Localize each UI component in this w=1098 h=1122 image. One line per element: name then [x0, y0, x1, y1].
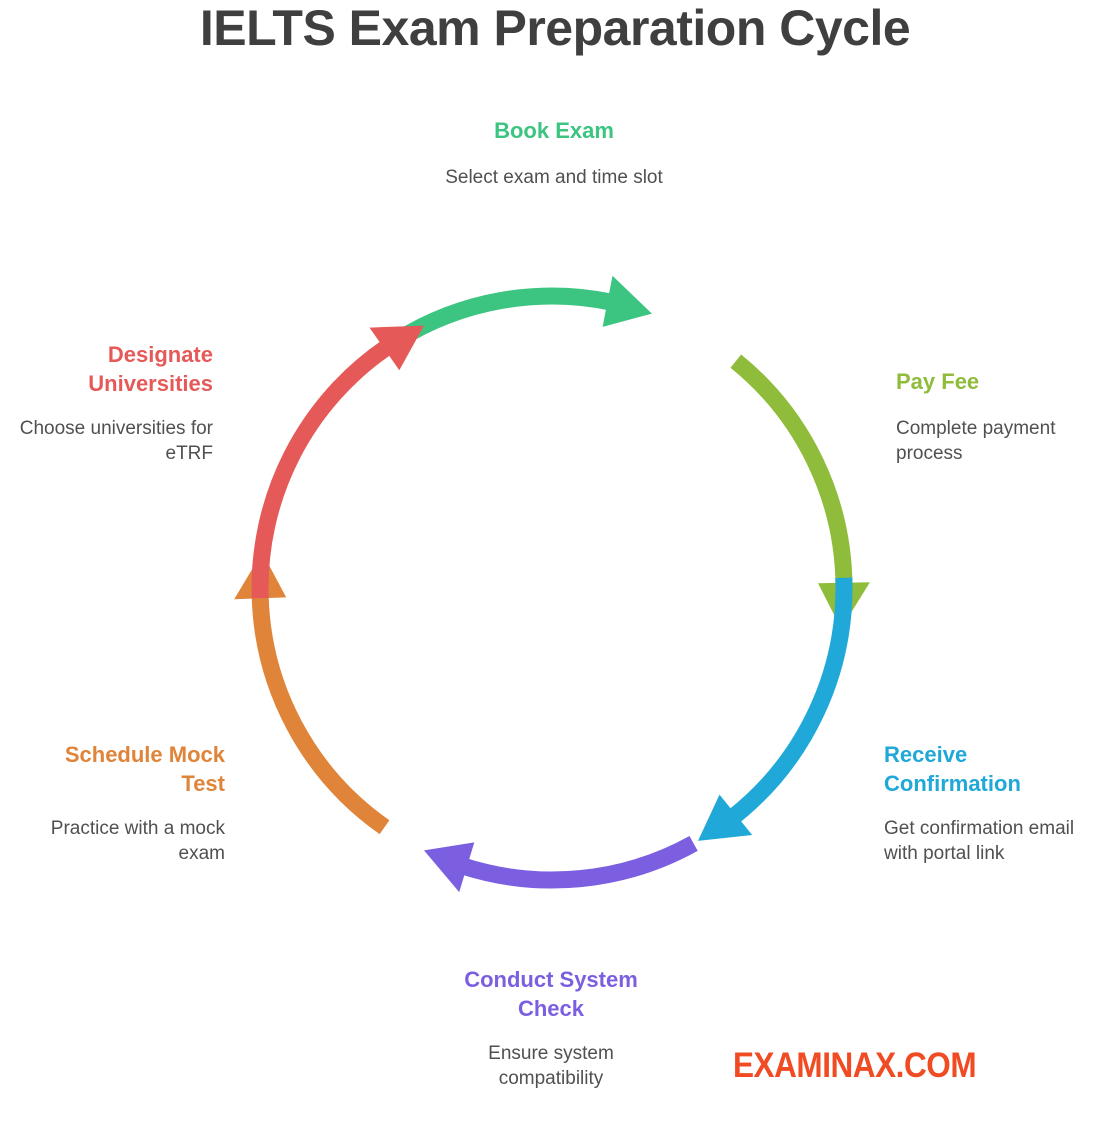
- arrow-book-head: [602, 275, 652, 327]
- step-designate-universities-label: Designate Universities: [88, 342, 213, 396]
- step-pay-fee-description: Complete payment process: [896, 418, 1056, 464]
- step-book-exam-label: Book Exam: [494, 118, 614, 143]
- brand-watermark: EXAMINAX.COM: [733, 1046, 977, 1085]
- step-pay-fee: Pay Fee Complete payment process: [896, 367, 1086, 466]
- step-pay-fee-label: Pay Fee: [896, 369, 980, 394]
- step-receive-confirmation: Receive Confirmation Get confirmation em…: [884, 740, 1096, 866]
- step-schedule-mock-test: Schedule Mock Test Practice with a mock …: [20, 740, 225, 866]
- arrow-pay-shaft: [730, 354, 853, 588]
- step-book-exam-description: Select exam and time slot: [445, 167, 663, 188]
- arrow-univ-shaft: [251, 339, 393, 599]
- arrow-confirm-head: [698, 794, 753, 841]
- step-conduct-system-check: Conduct System Check Ensure system compa…: [440, 965, 662, 1091]
- step-conduct-system-check-label: Conduct System Check: [464, 967, 638, 1021]
- step-designate-universities-description: Choose universities for eTRF: [19, 418, 213, 464]
- arrow-confirm-shaft: [727, 577, 853, 825]
- arrow-check-head: [424, 842, 475, 893]
- step-schedule-mock-test-description: Practice with a mock exam: [50, 818, 225, 864]
- step-receive-confirmation-description: Get confirmation email with portal link: [884, 818, 1075, 864]
- step-conduct-system-check-description: Ensure system compatibility: [488, 1043, 614, 1089]
- step-designate-universities: Designate Universities Choose universiti…: [0, 340, 213, 466]
- arrow-univ-head: [369, 325, 424, 371]
- cycle-arrows: [234, 275, 870, 893]
- step-book-exam: Book Exam Select exam and time slot: [430, 116, 678, 190]
- step-receive-confirmation-label: Receive Confirmation: [884, 742, 1021, 796]
- arrow-book-shaft: [392, 287, 614, 348]
- step-schedule-mock-test-label: Schedule Mock Test: [64, 742, 225, 796]
- arrow-mock-shaft: [251, 593, 390, 835]
- page-title: IELTS Exam Preparation Cycle: [199, 0, 911, 56]
- arrow-check-shaft: [459, 835, 698, 889]
